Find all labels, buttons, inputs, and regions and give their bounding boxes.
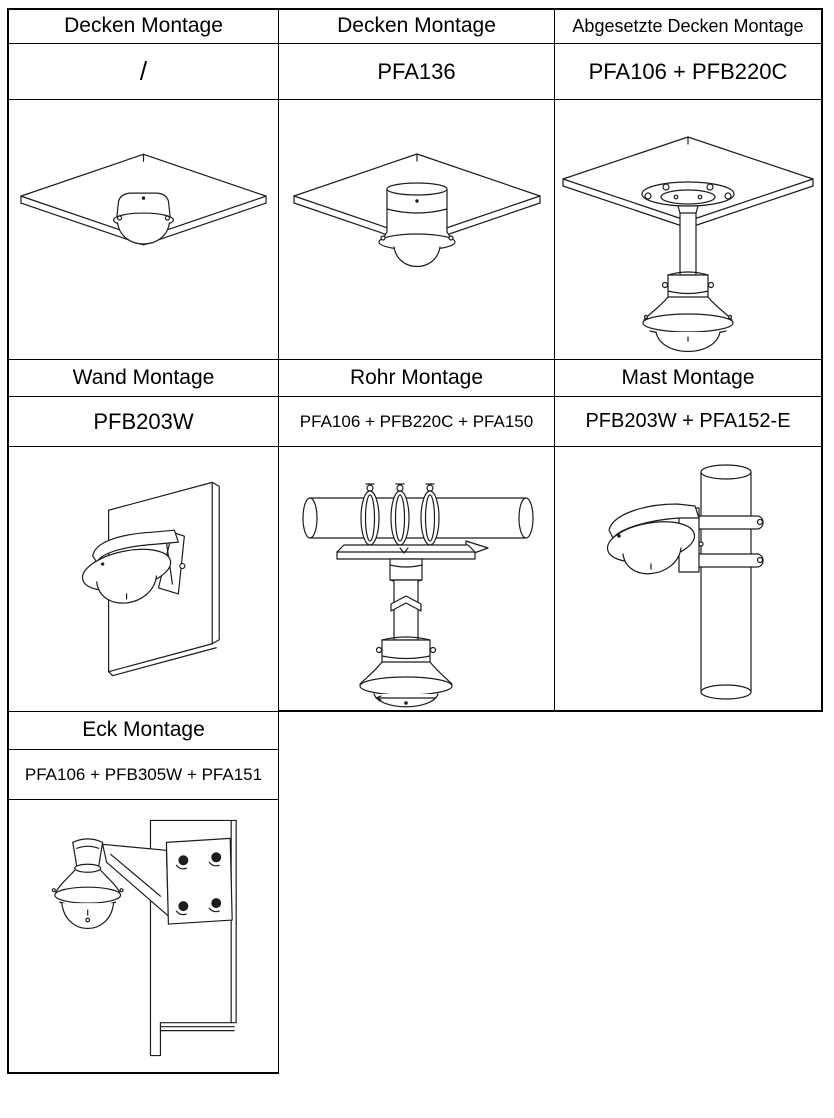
parts-mast-mount: PFB203W + PFA152-E — [555, 397, 823, 447]
title-wall-mount: Wand Montage — [7, 360, 279, 397]
pendant-ceiling-mount-illustration — [562, 135, 814, 352]
title-pendant-ceiling-mount: Abgesetzte Decken Montage — [555, 8, 823, 44]
figure-corner-mount — [7, 800, 279, 1074]
figure-pendant-ceiling-mount — [555, 100, 823, 360]
pipe-mount-illustration — [301, 482, 534, 707]
mast-mount-illustration — [606, 463, 764, 700]
figure-mast-mount — [555, 447, 823, 712]
parts-ceiling-mount-2: PFA136 — [279, 44, 555, 100]
corner-mount-illustration — [51, 819, 237, 1057]
title-ceiling-mount-2: Decken Montage — [279, 8, 555, 44]
mounting-options-table: Decken Montage Decken Montage Abgesetzte… — [7, 8, 823, 1074]
figure-pipe-mount — [279, 447, 555, 712]
parts-ceiling-mount-1: / — [7, 44, 279, 100]
parts-pendant-ceiling-mount: PFA106 + PFB220C — [555, 44, 823, 100]
title-pipe-mount: Rohr Montage — [279, 360, 555, 397]
ceiling-mount-illustration — [20, 153, 267, 246]
corner-plate-bolts — [175, 852, 222, 916]
ceiling-mount-junction-box-illustration — [292, 152, 541, 267]
wall-mount-illustration — [81, 481, 220, 676]
title-corner-mount: Eck Montage — [7, 712, 279, 750]
figure-wall-mount — [7, 447, 279, 712]
parts-corner-mount: PFA106 + PFB305W + PFA151 — [7, 750, 279, 800]
parts-wall-mount: PFB203W — [7, 397, 279, 447]
title-mast-mount: Mast Montage — [555, 360, 823, 397]
parts-pipe-mount: PFA106 + PFB220C + PFA150 — [279, 397, 555, 447]
figure-ceiling-mount-2 — [279, 100, 555, 360]
title-ceiling-mount-1: Decken Montage — [7, 8, 279, 44]
figure-ceiling-mount-1 — [7, 100, 279, 360]
